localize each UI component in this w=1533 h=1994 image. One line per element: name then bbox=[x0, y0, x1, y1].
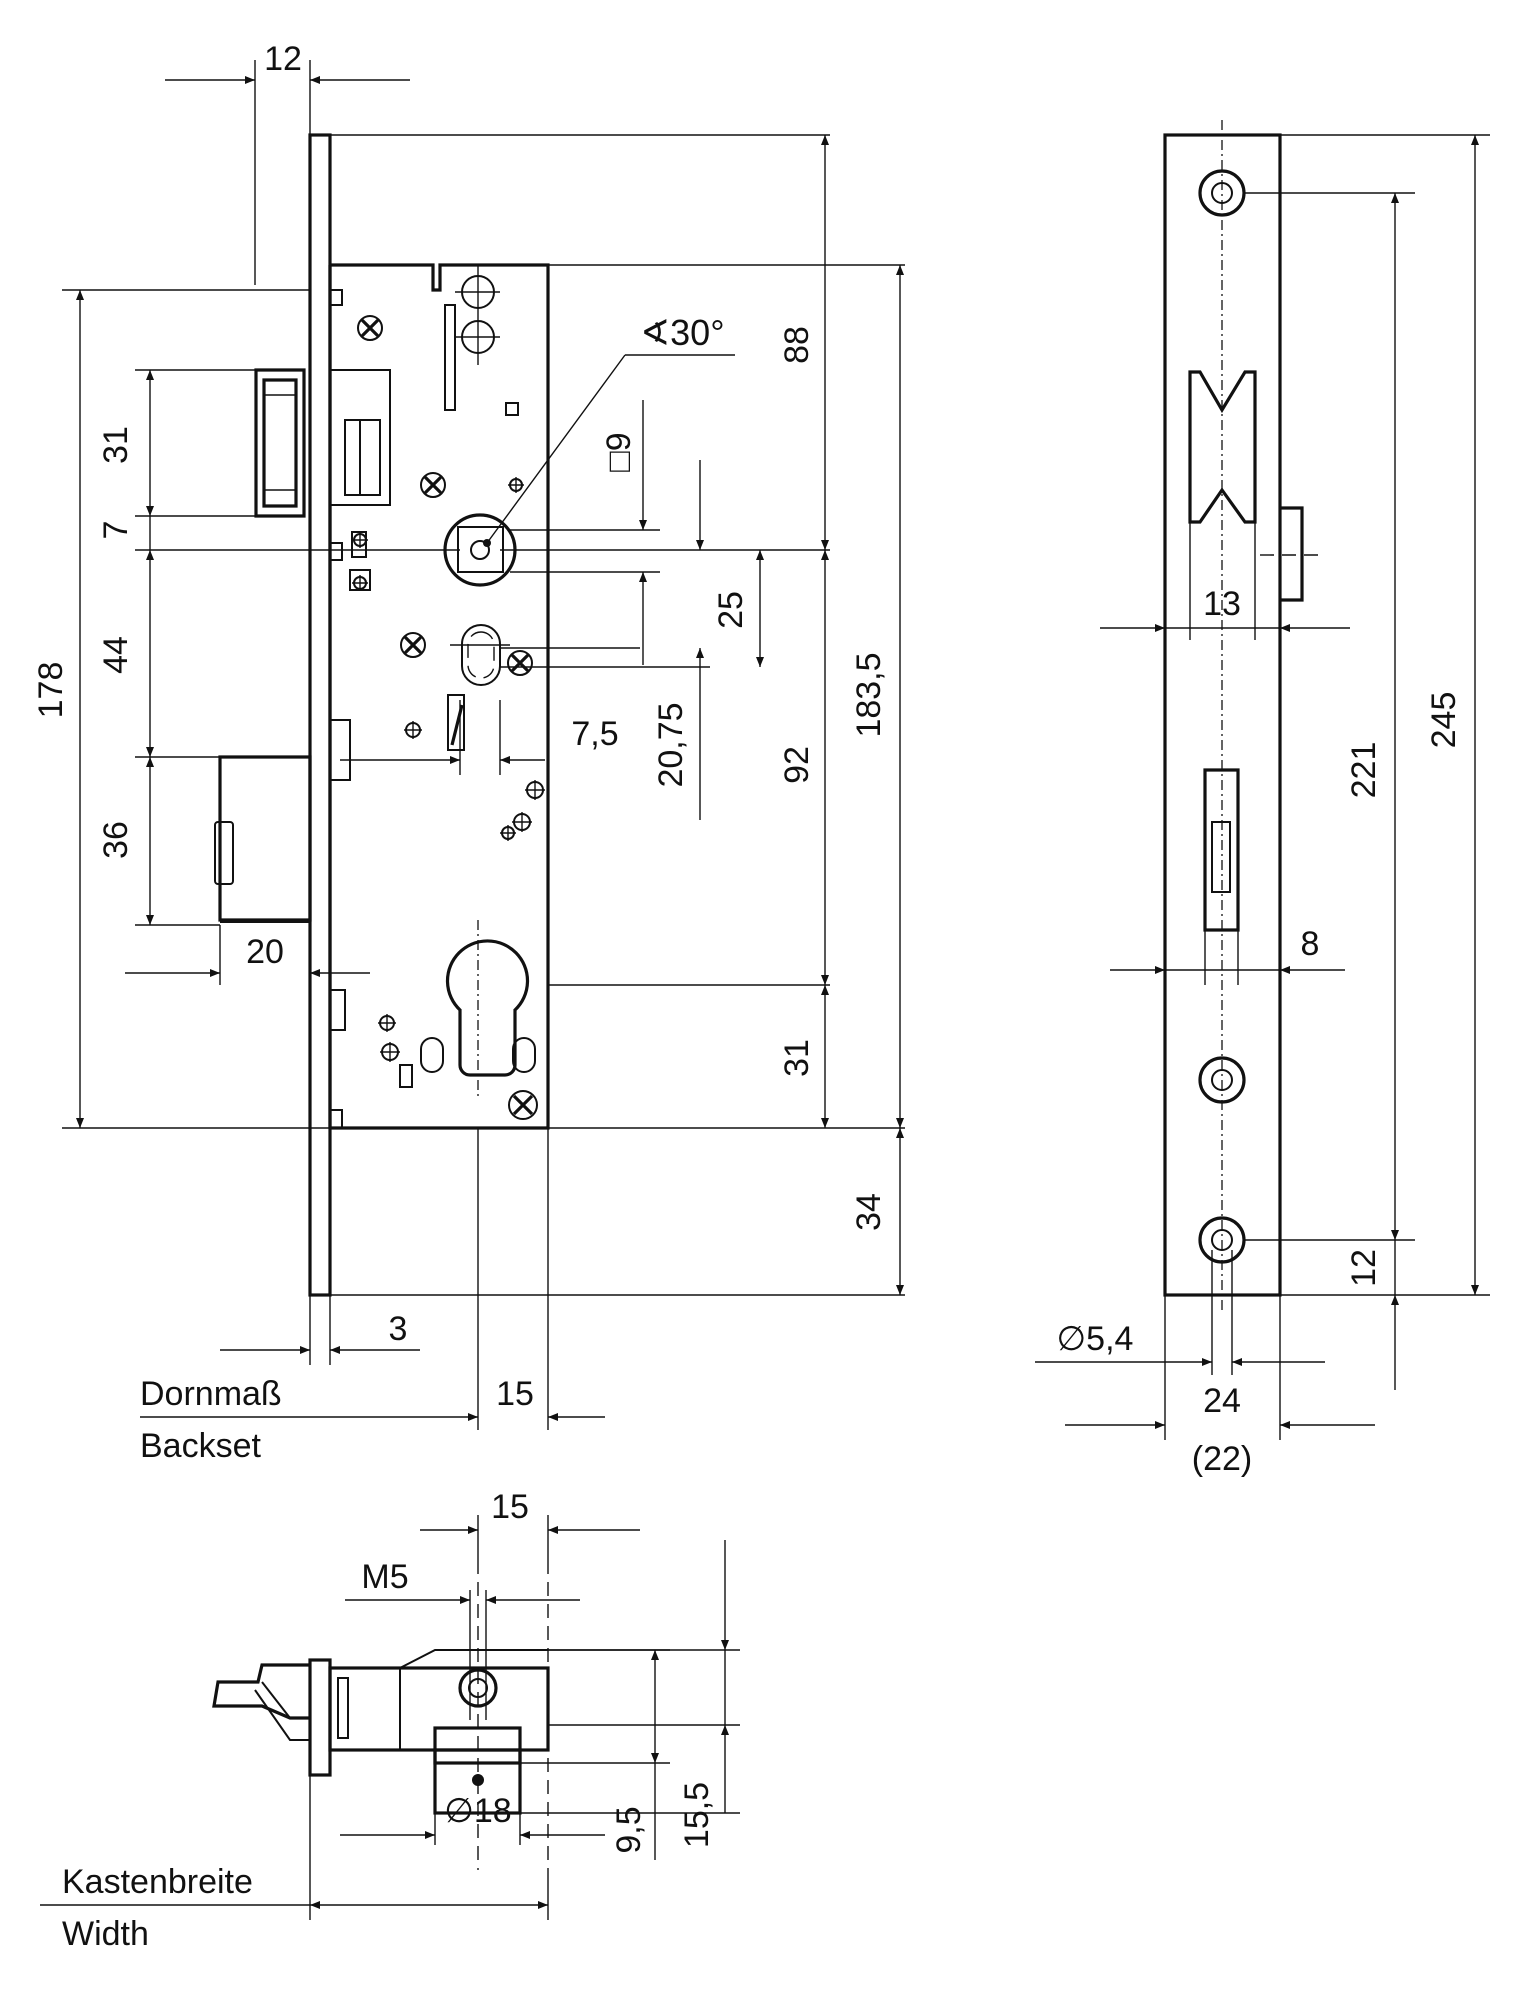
lock-case bbox=[330, 263, 550, 1130]
screw-hole-icon bbox=[508, 477, 524, 493]
latch-bolt bbox=[254, 368, 306, 518]
screw-hole-icon bbox=[1198, 1056, 1246, 1104]
dim-183-5: 183,5 bbox=[850, 652, 888, 737]
screw-cross-icon bbox=[508, 1090, 538, 1120]
dim-24: 24 bbox=[1203, 1382, 1241, 1420]
screw-hole-icon bbox=[404, 721, 422, 739]
screw-hole-icon bbox=[512, 812, 532, 832]
screw-cross-icon bbox=[357, 315, 383, 341]
dim-22: (22) bbox=[1192, 1440, 1252, 1478]
latch-top bbox=[212, 1663, 310, 1720]
dim-12-side: 12 bbox=[1345, 1249, 1383, 1287]
dim-15: 15 bbox=[496, 1375, 534, 1413]
top-dim-15-5: 15,5 bbox=[678, 1782, 716, 1848]
front-dimensions: 12 178 31 7 44 36 20 3 bbox=[32, 40, 905, 1465]
screw-hole-icon bbox=[352, 575, 368, 591]
dim-20-75: 20,75 bbox=[652, 702, 690, 787]
dim-178: 178 bbox=[32, 662, 70, 719]
screw-hole-icon bbox=[525, 780, 545, 800]
dim-7-5: 7,5 bbox=[571, 715, 618, 753]
thread-m5: M5 bbox=[361, 1558, 408, 1596]
front-view bbox=[214, 133, 710, 1297]
dim-7: 7 bbox=[97, 521, 135, 540]
top-dimensions: 15 M5 9,5 15,5 ∅18 Kastenbreite Width bbox=[40, 1488, 740, 1953]
dim-36: 36 bbox=[97, 821, 135, 859]
backset-label-de: Dornmaß bbox=[140, 1375, 282, 1413]
top-dim-15: 15 bbox=[491, 1488, 529, 1526]
screw-cross-icon bbox=[400, 632, 426, 658]
screw-hole-icon bbox=[378, 1014, 396, 1032]
dim-31-cylinder: 31 bbox=[778, 1039, 816, 1077]
screw-hole-icon bbox=[500, 825, 516, 841]
dim-245: 245 bbox=[1425, 692, 1463, 749]
side-dimensions: 13 8 221 245 12 ∅5,4 24 (22) bbox=[1035, 134, 1490, 1478]
width-label-en: Width bbox=[62, 1915, 149, 1953]
top-view bbox=[212, 1560, 550, 1870]
dead-bolt bbox=[218, 755, 312, 922]
dim-25: 25 bbox=[712, 591, 750, 629]
cylinder-cutout bbox=[445, 939, 530, 1077]
backset-label-en: Backset bbox=[140, 1427, 261, 1465]
dim-20: 20 bbox=[246, 933, 284, 971]
dim-92: 92 bbox=[778, 746, 816, 784]
screw-cross-icon bbox=[420, 472, 446, 498]
dim-12-top: 12 bbox=[264, 40, 302, 78]
dim-34: 34 bbox=[850, 1193, 888, 1231]
screw-cross-icon bbox=[507, 650, 533, 676]
dim-dia-5-4: ∅5,4 bbox=[1057, 1320, 1134, 1358]
square-9: □9 bbox=[600, 432, 638, 471]
dim-8: 8 bbox=[1301, 925, 1320, 963]
dim-88: 88 bbox=[778, 326, 816, 364]
dim-44: 44 bbox=[97, 636, 135, 674]
dim-13: 13 bbox=[1203, 585, 1241, 623]
screw-hole-icon bbox=[380, 1042, 400, 1062]
width-label-de: Kastenbreite bbox=[62, 1863, 253, 1901]
dim-31-latch: 31 bbox=[97, 426, 135, 464]
top-dim-9-5: 9,5 bbox=[610, 1806, 648, 1853]
dim-3: 3 bbox=[389, 1310, 408, 1348]
faceplate bbox=[308, 133, 332, 1297]
dim-221: 221 bbox=[1345, 742, 1383, 799]
top-dim-dia-18: ∅18 bbox=[444, 1792, 511, 1830]
angle-30: ∢30° bbox=[640, 312, 725, 353]
side-view bbox=[1163, 120, 1320, 1310]
